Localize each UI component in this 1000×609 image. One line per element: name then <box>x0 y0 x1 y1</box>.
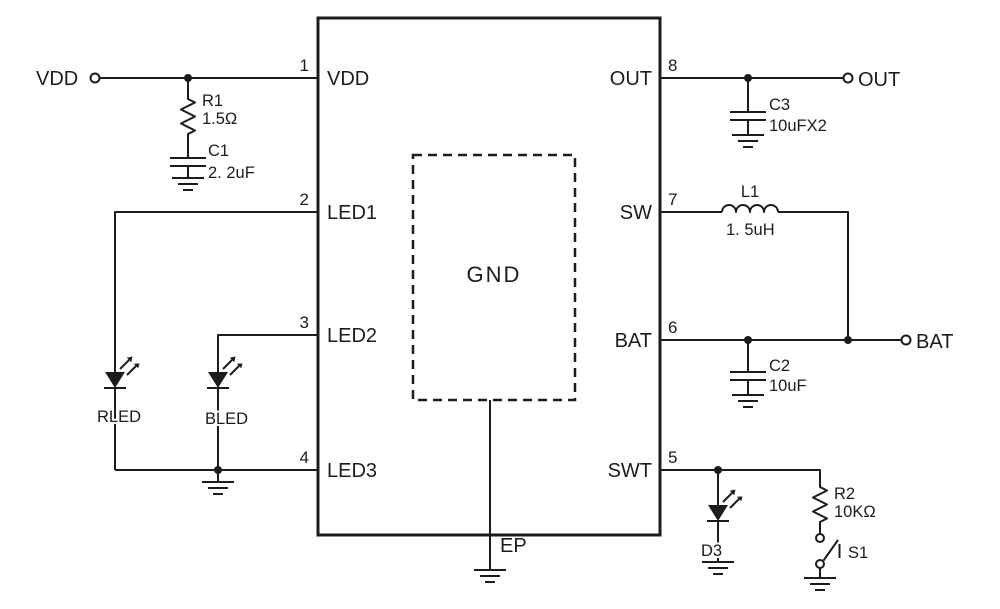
d3-ref-label: D3 <box>701 542 722 560</box>
pin-2-number: 2 <box>300 190 309 209</box>
capacitor-c1 <box>169 157 207 167</box>
switch-terminal <box>815 533 825 543</box>
wire <box>778 211 849 340</box>
pin-4-number: 4 <box>300 448 309 467</box>
vdd-terminal-label: VDD <box>36 68 78 90</box>
led-rled <box>103 355 141 389</box>
net-sw: L1 1. 5uH <box>660 183 849 340</box>
out-terminal-circle <box>842 72 854 84</box>
net-out: OUT C3 10uFX2 <box>660 69 900 148</box>
l1-value-label: 1. 5uH <box>726 221 775 239</box>
bled-ref-label: BLED <box>205 410 248 428</box>
net-vdd: VDD R1 1.5Ω C1 2. 2uF <box>36 68 318 191</box>
ground-symbol <box>731 134 765 148</box>
r2-ref-label: R2 <box>834 485 855 503</box>
led-bled <box>206 355 244 389</box>
wire-led1 <box>114 211 318 372</box>
c1-ref-label: C1 <box>208 142 229 160</box>
switch-terminal <box>815 559 825 569</box>
led-d3 <box>706 488 744 522</box>
ground-symbol <box>803 577 837 591</box>
bat-terminal-label: BAT <box>916 331 953 353</box>
net-swt: D3 R2 10KΩ S1 <box>660 466 876 591</box>
c3-ref-label: C3 <box>769 96 790 114</box>
inductor-l1 <box>721 204 779 213</box>
l1-ref-label: L1 <box>741 183 759 201</box>
pin-5-number: 5 <box>668 448 677 467</box>
r1-value-label: 1.5Ω <box>202 110 237 128</box>
pin-5-name: SWT <box>608 460 652 482</box>
c2-ref-label: C2 <box>769 357 790 375</box>
pin-1-name: VDD <box>327 68 369 90</box>
ground-symbol <box>171 177 205 191</box>
c2-value-label: 10uF <box>769 377 807 395</box>
wire-led2 <box>217 334 318 372</box>
ic-gnd-dashed-box <box>411 153 577 402</box>
net-led1: RLED <box>95 211 318 470</box>
switch-s1 <box>815 533 841 569</box>
pin-2-name: LED1 <box>327 202 377 224</box>
vdd-terminal-circle <box>89 72 101 84</box>
ground-symbol <box>731 394 765 408</box>
ground-symbol <box>201 481 235 495</box>
ic-block: GND VDD LED1 LED2 LED3 OUT SW BAT SWT 1 … <box>300 16 677 537</box>
r1-ref-label: R1 <box>202 92 223 110</box>
pin-4-name: LED3 <box>327 460 377 482</box>
switch-lever <box>822 539 839 562</box>
pin-1-number: 1 <box>300 56 309 75</box>
pin-3-name: LED2 <box>327 325 377 347</box>
junction-dot <box>844 336 852 344</box>
ic-gnd-label: GND <box>467 262 522 287</box>
pin-8-number: 8 <box>668 56 677 75</box>
pin-6-number: 6 <box>668 318 677 337</box>
pin-6-name: BAT <box>615 330 652 352</box>
net-bat: BAT C2 10uF <box>660 331 953 408</box>
bat-terminal-circle <box>900 334 912 346</box>
c3-value-label: 10uFX2 <box>769 117 827 135</box>
s1-ref-label: S1 <box>848 544 868 562</box>
resistor-r2 <box>812 483 828 527</box>
capacitor-c2 <box>729 371 767 381</box>
net-ep: EP <box>473 400 527 583</box>
ground-symbol <box>701 561 735 575</box>
ep-label: EP <box>500 535 527 557</box>
out-terminal-label: OUT <box>858 69 900 91</box>
wire-swt <box>660 469 821 484</box>
resistor-r1 <box>180 95 196 139</box>
c1-value-label: 2. 2uF <box>208 164 255 182</box>
r2-value-label: 10KΩ <box>834 503 876 521</box>
pin-7-name: SW <box>620 202 652 224</box>
net-led2: BLED <box>201 334 318 495</box>
rled-ref-label: RLED <box>97 408 141 426</box>
ground-symbol <box>473 569 507 583</box>
pin-8-name: OUT <box>610 68 652 90</box>
pin-3-number: 3 <box>300 313 309 332</box>
capacitor-c3 <box>729 111 767 121</box>
pin-7-number: 7 <box>668 190 677 209</box>
